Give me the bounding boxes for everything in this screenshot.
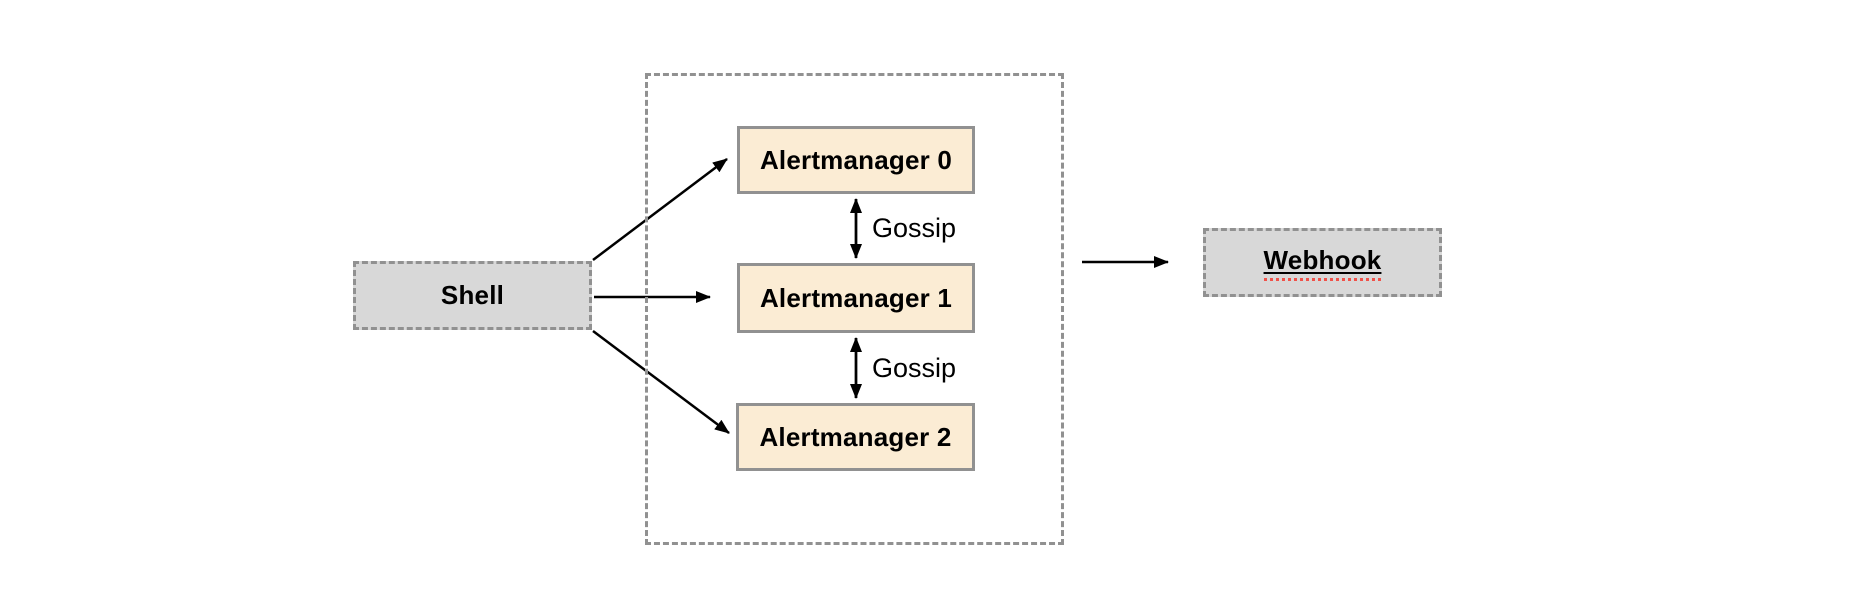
node-shell-label: Shell [440,280,505,310]
node-alertmanager-0-label: Alertmanager 0 [759,144,953,175]
node-alertmanager-2-label: Alertmanager 2 [759,421,952,452]
arrow-shell-to-alertmanager-0 [592,158,728,261]
alertmanager-cluster-container [645,73,1064,545]
node-alertmanager-1: Alertmanager 1 [737,263,975,333]
node-webhook-label: Webhook [1263,245,1382,281]
node-alertmanager-2: Alertmanager 2 [736,403,975,471]
node-alertmanager-1-label: Alertmanager 1 [759,282,953,313]
gossip-label-bottom: Gossip [872,353,957,383]
gossip-label-top: Gossip [872,213,957,243]
arrow-shell-to-alertmanager-2 [592,330,730,434]
node-alertmanager-0: Alertmanager 0 [737,126,975,194]
node-webhook: Webhook [1203,228,1442,297]
node-shell: Shell [353,261,592,330]
